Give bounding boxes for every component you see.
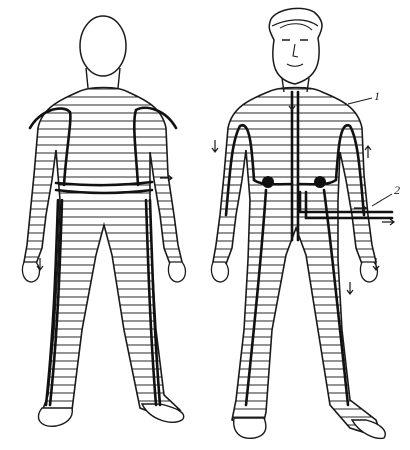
back-hands (22, 262, 185, 282)
front-feet (234, 418, 386, 438)
back-view-figure (0, 16, 410, 426)
back-feet (38, 404, 183, 426)
front-hands (211, 262, 377, 282)
front-head (269, 8, 322, 92)
back-head (80, 16, 126, 88)
label-2: 2 (394, 183, 400, 197)
label-1: 1 (374, 89, 380, 103)
